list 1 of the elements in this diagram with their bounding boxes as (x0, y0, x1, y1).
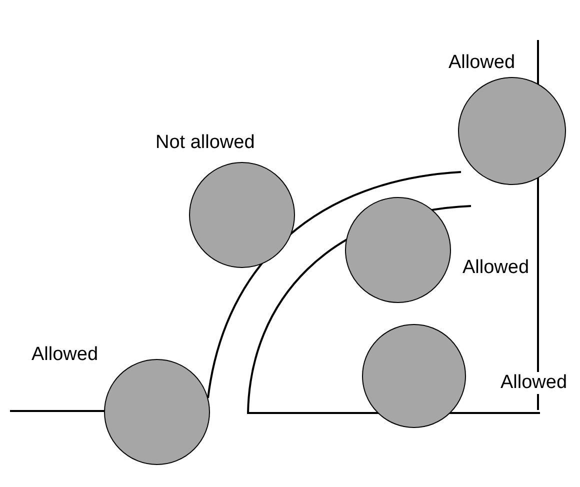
label-text: Allowed (500, 372, 568, 394)
